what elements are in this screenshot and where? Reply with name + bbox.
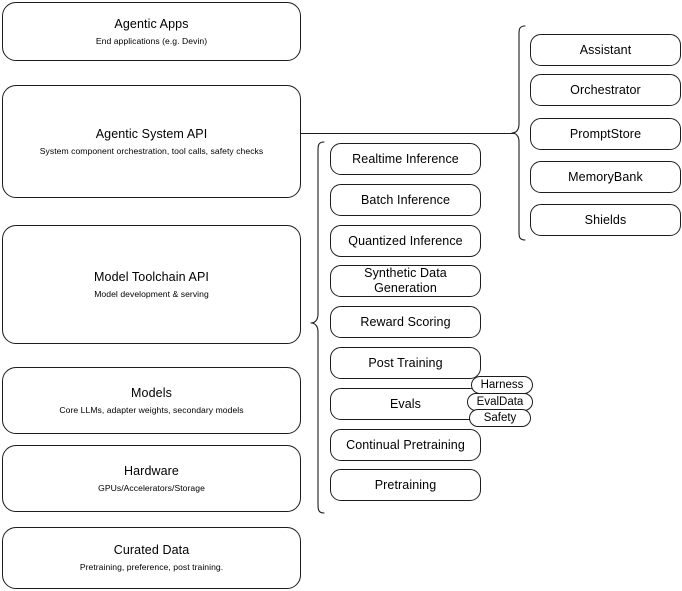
layer-card-agentic-system-api[interactable]: Agentic System API System component orch… bbox=[2, 85, 301, 198]
brace-model-toolchain-components bbox=[310, 141, 325, 514]
component-label: Pretraining bbox=[374, 477, 437, 492]
component-label: PromptStore bbox=[569, 126, 642, 141]
component-label: Reward Scoring bbox=[360, 314, 451, 329]
component-chip-quantized-inference[interactable]: Quantized Inference bbox=[330, 225, 481, 257]
evals-pill-label: EvalData bbox=[476, 396, 524, 408]
component-chip-evals[interactable]: Evals bbox=[330, 388, 481, 420]
evals-pill-safety[interactable]: Safety bbox=[469, 409, 531, 427]
connector-agentic-system-api-to-components bbox=[301, 133, 515, 134]
layer-title: Agentic System API bbox=[95, 126, 208, 141]
component-label: MemoryBank bbox=[568, 169, 643, 184]
evals-pill-harness[interactable]: Harness bbox=[471, 376, 533, 394]
layer-card-curated-data[interactable]: Curated Data Pretraining, preference, po… bbox=[2, 527, 301, 589]
layer-card-models[interactable]: Models Core LLMs, adapter weights, secon… bbox=[2, 367, 301, 434]
component-label: Orchestrator bbox=[570, 82, 641, 97]
component-chip-batch-inference[interactable]: Batch Inference bbox=[330, 184, 481, 216]
component-label: Continual Pretraining bbox=[346, 437, 465, 452]
component-chip-post-training[interactable]: Post Training bbox=[330, 347, 481, 379]
component-chip-synthetic-data-generation[interactable]: Synthetic Data Generation bbox=[330, 265, 481, 297]
component-chip-orchestrator[interactable]: Orchestrator bbox=[530, 74, 681, 106]
evals-pill-label: Safety bbox=[483, 412, 517, 424]
component-label: Shields bbox=[584, 212, 627, 227]
layer-description: Core LLMs, adapter weights, secondary mo… bbox=[59, 404, 244, 415]
layer-title: Curated Data bbox=[113, 543, 190, 557]
component-label: Synthetic Data Generation bbox=[364, 266, 447, 295]
layer-card-agentic-apps[interactable]: Agentic Apps End applications (e.g. Devi… bbox=[2, 2, 301, 61]
layer-description: GPUs/Accelerators/Storage bbox=[98, 482, 205, 493]
layer-description: End applications (e.g. Devin) bbox=[95, 35, 208, 46]
layer-title: Model Toolchain API bbox=[94, 269, 209, 284]
component-chip-realtime-inference[interactable]: Realtime Inference bbox=[330, 143, 481, 175]
component-chip-continual-pretraining[interactable]: Continual Pretraining bbox=[330, 429, 481, 461]
component-label: Batch Inference bbox=[360, 192, 451, 207]
layer-title: Agentic Apps bbox=[114, 16, 189, 31]
layer-description: Pretraining, preference, post training. bbox=[79, 562, 224, 572]
component-chip-shields[interactable]: Shields bbox=[530, 204, 681, 236]
brace-agentic-system-components bbox=[511, 25, 526, 241]
layer-description: Model development & serving bbox=[94, 288, 209, 299]
component-label: Realtime Inference bbox=[352, 151, 459, 166]
component-label: Evals bbox=[389, 396, 422, 411]
layer-description: System component orchestration, tool cal… bbox=[39, 145, 264, 156]
layer-title: Hardware bbox=[124, 463, 179, 478]
layer-card-model-toolchain-api[interactable]: Model Toolchain API Model development & … bbox=[2, 225, 301, 344]
component-chip-assistant[interactable]: Assistant bbox=[530, 34, 681, 66]
component-label: Post Training bbox=[368, 355, 443, 370]
component-chip-pretraining[interactable]: Pretraining bbox=[330, 469, 481, 501]
layer-card-hardware[interactable]: Hardware GPUs/Accelerators/Storage bbox=[2, 445, 301, 512]
component-label: Quantized Inference bbox=[348, 233, 463, 248]
evals-pill-label: Harness bbox=[480, 379, 524, 391]
layer-title: Models bbox=[131, 385, 172, 400]
component-chip-promptstore[interactable]: PromptStore bbox=[530, 118, 681, 150]
component-chip-reward-scoring[interactable]: Reward Scoring bbox=[330, 306, 481, 338]
component-label: Assistant bbox=[579, 42, 632, 57]
component-chip-memorybank[interactable]: MemoryBank bbox=[530, 161, 681, 193]
